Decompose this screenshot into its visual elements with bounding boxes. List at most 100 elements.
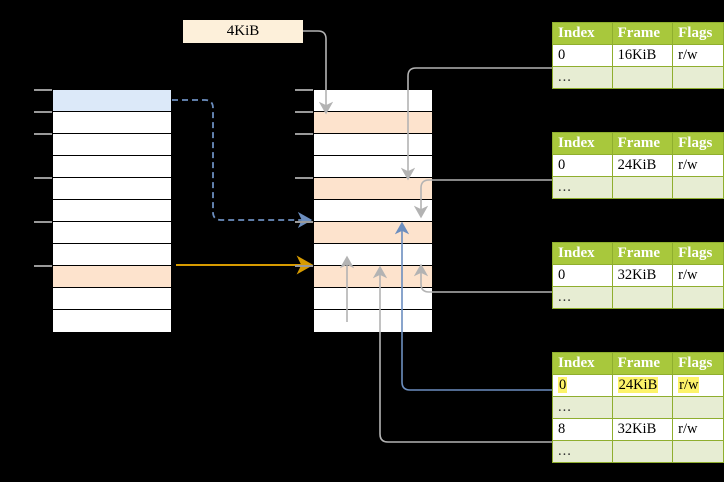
table-cell: 0 [552, 44, 613, 67]
table-cell: ... [552, 396, 613, 419]
virtual-address-space-row [53, 244, 171, 266]
virtual-address-space-row [53, 134, 171, 156]
table-cell: 24KiB [611, 154, 674, 177]
virtual-address-space-column [52, 89, 172, 332]
table-cell [672, 286, 724, 309]
size-label-4kib: 4KiB [183, 20, 303, 43]
physical-memory-tick [295, 265, 313, 267]
physical-memory-row [314, 266, 432, 288]
column-header-index: Index [552, 242, 613, 265]
table-cell: 0 [552, 154, 613, 177]
virtual-address-space-tick [34, 89, 52, 91]
physical-memory-row [314, 222, 432, 244]
table-cell: ... [552, 286, 613, 309]
highlighted-value: 0 [558, 377, 568, 393]
virtual-address-space-row [53, 178, 171, 200]
physical-memory-row [314, 90, 432, 112]
physical-memory-column [313, 89, 433, 332]
table-cell [672, 66, 724, 89]
virtual-address-space-tick [34, 221, 52, 223]
physical-memory-row [314, 112, 432, 134]
column-header-frame: Frame [611, 132, 674, 155]
virtual-address-space-row [53, 112, 171, 134]
table-row: ... [552, 286, 724, 309]
table-cell [611, 286, 674, 309]
virtual-address-space-row [53, 266, 171, 288]
physical-memory-row [314, 310, 432, 332]
table-row: 0 24KiB r/w [552, 374, 724, 397]
column-header-frame: Frame [611, 22, 674, 45]
virtual-address-space-tick [34, 177, 52, 179]
physical-memory-tick [295, 89, 313, 91]
physical-memory-row [314, 134, 432, 156]
virtual-address-space-row [53, 310, 171, 332]
table-cell: r/w [672, 418, 724, 441]
table-cell [672, 440, 724, 463]
table-row: ... [552, 176, 724, 199]
physical-memory-row [314, 178, 432, 200]
physical-memory-row [314, 244, 432, 266]
dashed-virtual-to-physical-connector [172, 99, 313, 229]
virtual-address-space-row [53, 288, 171, 310]
table-row: ... [552, 396, 724, 419]
table-cell: 0 [552, 374, 613, 397]
physical-memory-row [314, 288, 432, 310]
physical-memory-row [314, 156, 432, 178]
table-cell: 32KiB [611, 264, 674, 287]
column-header-index: Index [552, 22, 613, 45]
table-row: ... [552, 66, 724, 89]
column-header-flags: Flags [672, 352, 724, 375]
virtual-address-space-tick [34, 133, 52, 135]
table-cell: ... [552, 176, 613, 199]
physical-memory-row [314, 200, 432, 222]
table-cell [611, 176, 674, 199]
highlighted-value: 24KiB [617, 377, 659, 393]
column-header-index: Index [552, 352, 613, 375]
physical-memory-tick [295, 111, 313, 113]
table-cell: 0 [552, 264, 613, 287]
table-cell: 8 [552, 418, 613, 441]
table-cell: ... [552, 440, 613, 463]
virtual-address-space-row [53, 90, 171, 112]
table-cell: 32KiB [611, 418, 674, 441]
table-cell [672, 176, 724, 199]
table-cell: 24KiB [611, 374, 674, 397]
table2-frame-connector [413, 179, 552, 219]
column-header-flags: Flags [672, 132, 724, 155]
table-cell [611, 396, 674, 419]
physical-memory-tick [295, 133, 313, 135]
table-cell [611, 66, 674, 89]
virtual-address-space-row [53, 222, 171, 244]
virtual-address-space-row [53, 200, 171, 222]
table-cell: r/w [672, 44, 724, 67]
table-cell: ... [552, 66, 613, 89]
column-header-frame: Frame [611, 352, 674, 375]
table-cell [672, 396, 724, 419]
highlighted-value: r/w [678, 377, 700, 393]
virtual-address-space-tick [34, 265, 52, 267]
column-header-frame: Frame [611, 242, 674, 265]
virtual-address-space-tick [34, 111, 52, 113]
table-cell: r/w [672, 264, 724, 287]
table-cell: r/w [672, 374, 724, 397]
column-header-flags: Flags [672, 242, 724, 265]
table-cell: 16KiB [611, 44, 674, 67]
physical-memory-tick [295, 177, 313, 179]
table-cell [611, 440, 674, 463]
physical-memory-tick [295, 221, 313, 223]
column-header-flags: Flags [672, 22, 724, 45]
virtual-address-space-row [53, 156, 171, 178]
